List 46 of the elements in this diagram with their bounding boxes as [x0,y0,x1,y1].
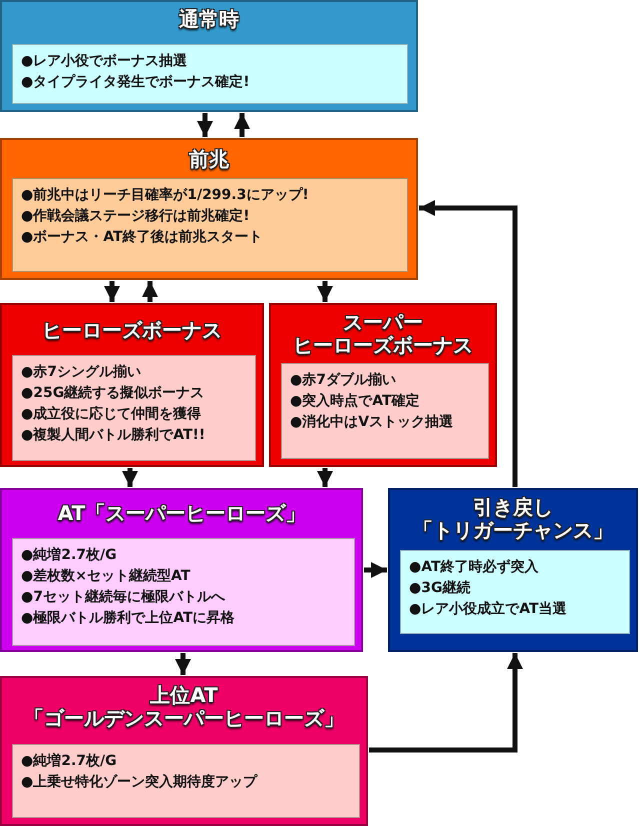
bullet-text: ●ボーナス・AT終了後は前兆スタート [21,228,264,247]
process-box [0,138,418,280]
bullet-text: ●極限バトル勝利で上位ATに昇格 [21,609,236,628]
arrow [317,281,333,302]
arrow [364,562,387,578]
bullet-text: ●25G継続する擬似ボーナス [21,384,206,403]
process-box [0,676,368,826]
bullet-text: ●AT終了時必ず突入 [409,558,540,577]
bullet-text: ●純増2.7枚/G [21,752,118,771]
box-heading: スーパーヒーローズボーナス [292,311,474,357]
bullet-text: ●消化中はVストック抽選 [290,413,454,432]
bullet-text: ●作戦会議ステージ移行は前兆確定! [21,206,251,226]
bullet-text: ●タイプライタ発生でボーナス確定! [21,72,251,92]
arrow [317,468,333,487]
process-box [269,303,497,467]
bullet-text: ●レア小役成立でAT当選 [409,600,568,619]
bullet-text: ●前兆中はリーチ目確率が1/299.3にアップ! [21,186,310,205]
box-heading: 上位AT「ゴールデンスーパーヒーローズ」 [23,684,345,730]
bullet-text: ●赤7ダブル揃い [290,371,397,390]
arrow [104,281,120,302]
box-heading: 通常時 [178,8,240,31]
arrow [197,113,213,137]
bullet-text: ●赤7シングル揃い [21,363,142,382]
box-heading: ヒーローズボーナス [41,319,223,342]
arrow [175,653,191,675]
box-heading: 引き戻し「トリガーチャンス」 [412,496,614,542]
bullet-text: ●差枚数×セット継続型AT [21,567,192,586]
box-heading: 前兆 [188,148,230,171]
bullet-text: ●純増2.7枚/G [21,546,118,565]
bullet-text: ●複製人間バトル勝利でAT!! [21,426,206,445]
bullet-text: ●レア小役でボーナス抽選 [21,52,188,71]
bullet-text: ●7セット継続毎に極限バトルへ [21,588,226,607]
bullet-text: ●突入時点でAT確定 [290,392,421,411]
process-box [0,303,264,467]
arrow [369,653,523,752]
box-heading: AT「スーパーヒーローズ」 [56,502,306,525]
bullet-text: ●3G継続 [409,579,472,598]
arrow [122,468,138,487]
process-box [388,488,638,652]
bullet-text: ●上乗せ特化ゾーン突入期待度アップ [21,772,259,792]
arrow [419,200,518,487]
arrow [142,281,158,302]
process-box [0,488,363,652]
process-box [0,0,418,112]
arrow [234,113,250,137]
bullet-text: ●成立役に応じて仲間を獲得 [21,404,202,424]
